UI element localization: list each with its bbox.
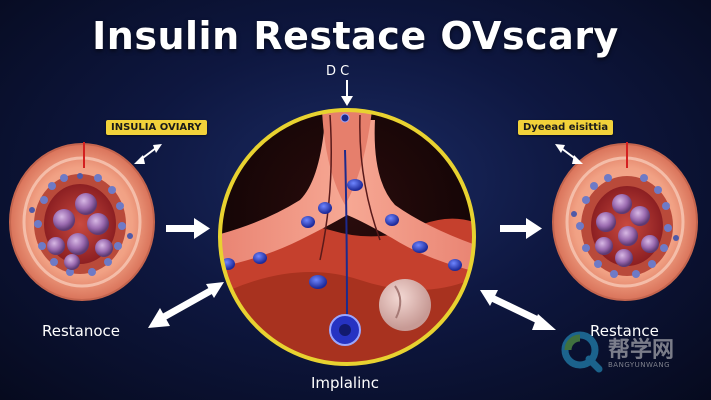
bottom-label: Implalinc bbox=[311, 374, 380, 392]
right-ovary-small-follicles bbox=[571, 174, 679, 278]
watermark-logo-icon bbox=[561, 331, 603, 373]
watermark: 帮学网 BANGYUNWANG bbox=[560, 328, 700, 380]
magnified-cross-section bbox=[218, 108, 476, 366]
watermark-text: 帮学网 bbox=[608, 338, 675, 363]
right-ovary bbox=[552, 142, 698, 301]
left-ovary-small-follicles bbox=[29, 173, 133, 276]
arrows bbox=[134, 80, 583, 330]
left-side-label: Restanoce bbox=[42, 322, 121, 340]
left-ovary-large-follicles bbox=[47, 193, 113, 270]
right-side-label: Restance bbox=[590, 322, 659, 340]
right-ovary-tag: Dyeead eisittia bbox=[518, 120, 614, 135]
left-ovary-tag: INSULIA OVIARY bbox=[106, 120, 207, 135]
top-label: D C bbox=[326, 64, 350, 79]
magnified-ring bbox=[218, 108, 476, 366]
left-ovary bbox=[9, 142, 155, 301]
watermark-subtext: BANGYUNWANG bbox=[608, 361, 671, 369]
page-title: Insulin Restace OVscary bbox=[92, 14, 619, 58]
right-ovary-large-follicles bbox=[595, 194, 659, 267]
